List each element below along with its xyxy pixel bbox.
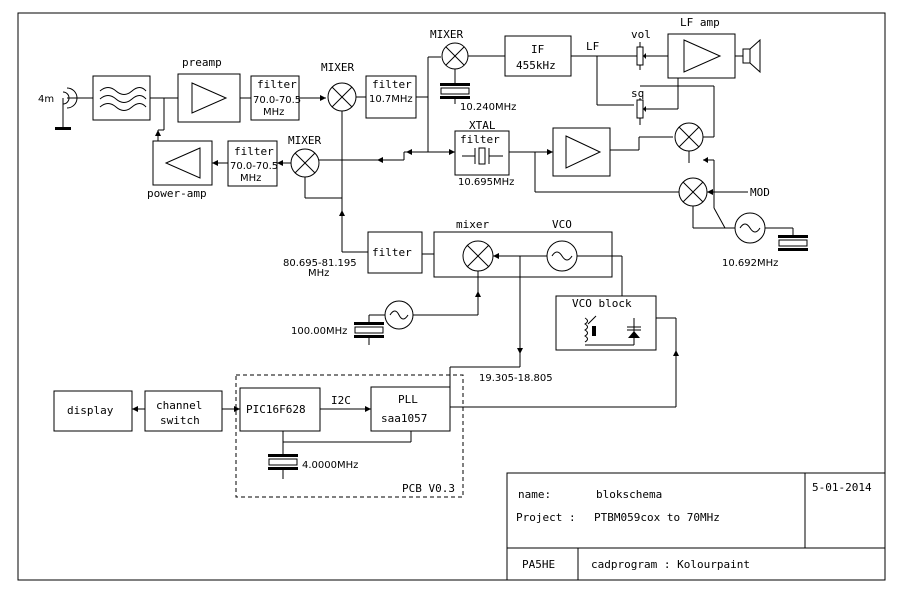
speaker-icon (742, 38, 761, 74)
filter-label: filter (372, 78, 412, 91)
channel-switch-line1: channel (156, 399, 202, 412)
squelch-potentiometer (636, 99, 644, 119)
amplifier-triangle-icon (191, 82, 228, 114)
title-project-value: PTBM059cox to 70MHz (594, 511, 720, 524)
filter-freq: 70.0-70.5 (253, 95, 301, 106)
power-amp-label: power-amp (147, 187, 207, 200)
osc-mod-freq: 10.692MHz (722, 258, 778, 269)
if-label: IF (531, 43, 544, 56)
title-block (506, 472, 886, 581)
xtal-label: XTAL (469, 119, 496, 132)
lf-label: LF (586, 40, 599, 53)
filter-freq: 70.0-70.5 (230, 161, 278, 172)
filter-label: filter (460, 133, 500, 146)
bandpass-filter (92, 75, 151, 121)
mixer-rx-label: MIXER (321, 61, 354, 74)
title-name-label: name: (518, 488, 551, 501)
filter-label: filter (372, 246, 412, 259)
vco-label: VCO (552, 218, 572, 231)
mixer-tx-label: MIXER (288, 134, 321, 147)
amplifier-triangle-icon (683, 39, 722, 73)
pll-chip: saa1057 (381, 412, 427, 425)
title-name-value: blokschema (596, 488, 662, 501)
channel-switch-block (144, 390, 223, 432)
drawing-frame (17, 12, 886, 581)
filter-label: filter (234, 145, 274, 158)
inductor-icon (584, 315, 597, 343)
xtal-freq: 10.695MHz (458, 177, 514, 188)
mixer-modulation (678, 177, 708, 207)
range-unit: MHz (308, 268, 329, 279)
crystal-icon (354, 322, 384, 338)
mixer-tx (290, 148, 320, 178)
bandpass-wave-icon (99, 87, 147, 111)
i2c-label: I2C (331, 394, 351, 407)
filter-unit: MHz (263, 107, 284, 118)
display-label: display (67, 404, 114, 417)
power-amp-block (152, 140, 213, 186)
mixer-lo (462, 240, 494, 272)
filter-10-7mhz (365, 75, 417, 119)
mixer-if (441, 42, 469, 70)
channel-switch-line2: switch (160, 414, 200, 427)
sq-label: sq (631, 87, 644, 100)
title-date: 5-01-2014 (812, 481, 872, 494)
amplifier-triangle-icon (164, 147, 201, 179)
mixer-rx (327, 82, 357, 112)
lf-amp-label: LF amp (680, 16, 720, 29)
vco-block-label: VCO block (572, 297, 632, 310)
pic-block (239, 387, 321, 432)
filter-unit: MHz (240, 173, 261, 184)
range-rx: 80.695-81.195 (283, 258, 357, 269)
amplifier-triangle-icon (565, 135, 602, 169)
antenna-label: 4m (38, 94, 54, 105)
range-vco: 19.305-18.805 (479, 373, 553, 384)
title-project-label: Project : (516, 511, 576, 524)
title-cad: cadprogram : Kolourpaint (591, 558, 750, 571)
crystal-icon (268, 454, 298, 470)
filter-lo (367, 231, 423, 274)
mod-label: MOD (750, 186, 770, 199)
mixer-lo-label: mixer (456, 218, 489, 231)
pic-label: PIC16F628 (246, 403, 306, 416)
crystal-icon (440, 83, 470, 99)
pcb-label: PCB V0.3 (402, 482, 455, 495)
crystal-icon (462, 147, 503, 165)
osc-pic-freq: 4.0000MHz (302, 460, 358, 471)
filter-70mhz-rx (250, 75, 300, 121)
mixer-vco-group (433, 231, 613, 278)
antenna-icon (55, 87, 78, 130)
preamp-block (177, 73, 241, 123)
varicap-diode-icon (627, 318, 641, 345)
mixer-if-label: MIXER (430, 28, 463, 41)
filter-label: filter (257, 78, 297, 91)
pcb-outline (235, 374, 464, 498)
pll-block (370, 386, 451, 432)
filter-70mhz-tx (227, 140, 278, 187)
pll-label: PLL (398, 393, 418, 406)
volume-potentiometer (636, 46, 644, 66)
osc-100-freq: 100.00MHz (291, 326, 347, 337)
vol-label: vol (631, 28, 651, 41)
tx-amp-block (552, 127, 611, 177)
filter-freq: 10.7MHz (369, 94, 413, 105)
title-author: PA5HE (522, 558, 555, 571)
preamp-label: preamp (182, 56, 222, 69)
osc-if-freq: 10.240MHz (460, 102, 516, 113)
display-block (53, 390, 133, 432)
if-freq: 455kHz (516, 59, 556, 72)
if-455khz-block (504, 35, 572, 77)
vco-block (555, 295, 657, 351)
crystal-icon (778, 235, 808, 251)
mixer-squelch (674, 122, 704, 152)
lf-amp-block (667, 33, 736, 79)
